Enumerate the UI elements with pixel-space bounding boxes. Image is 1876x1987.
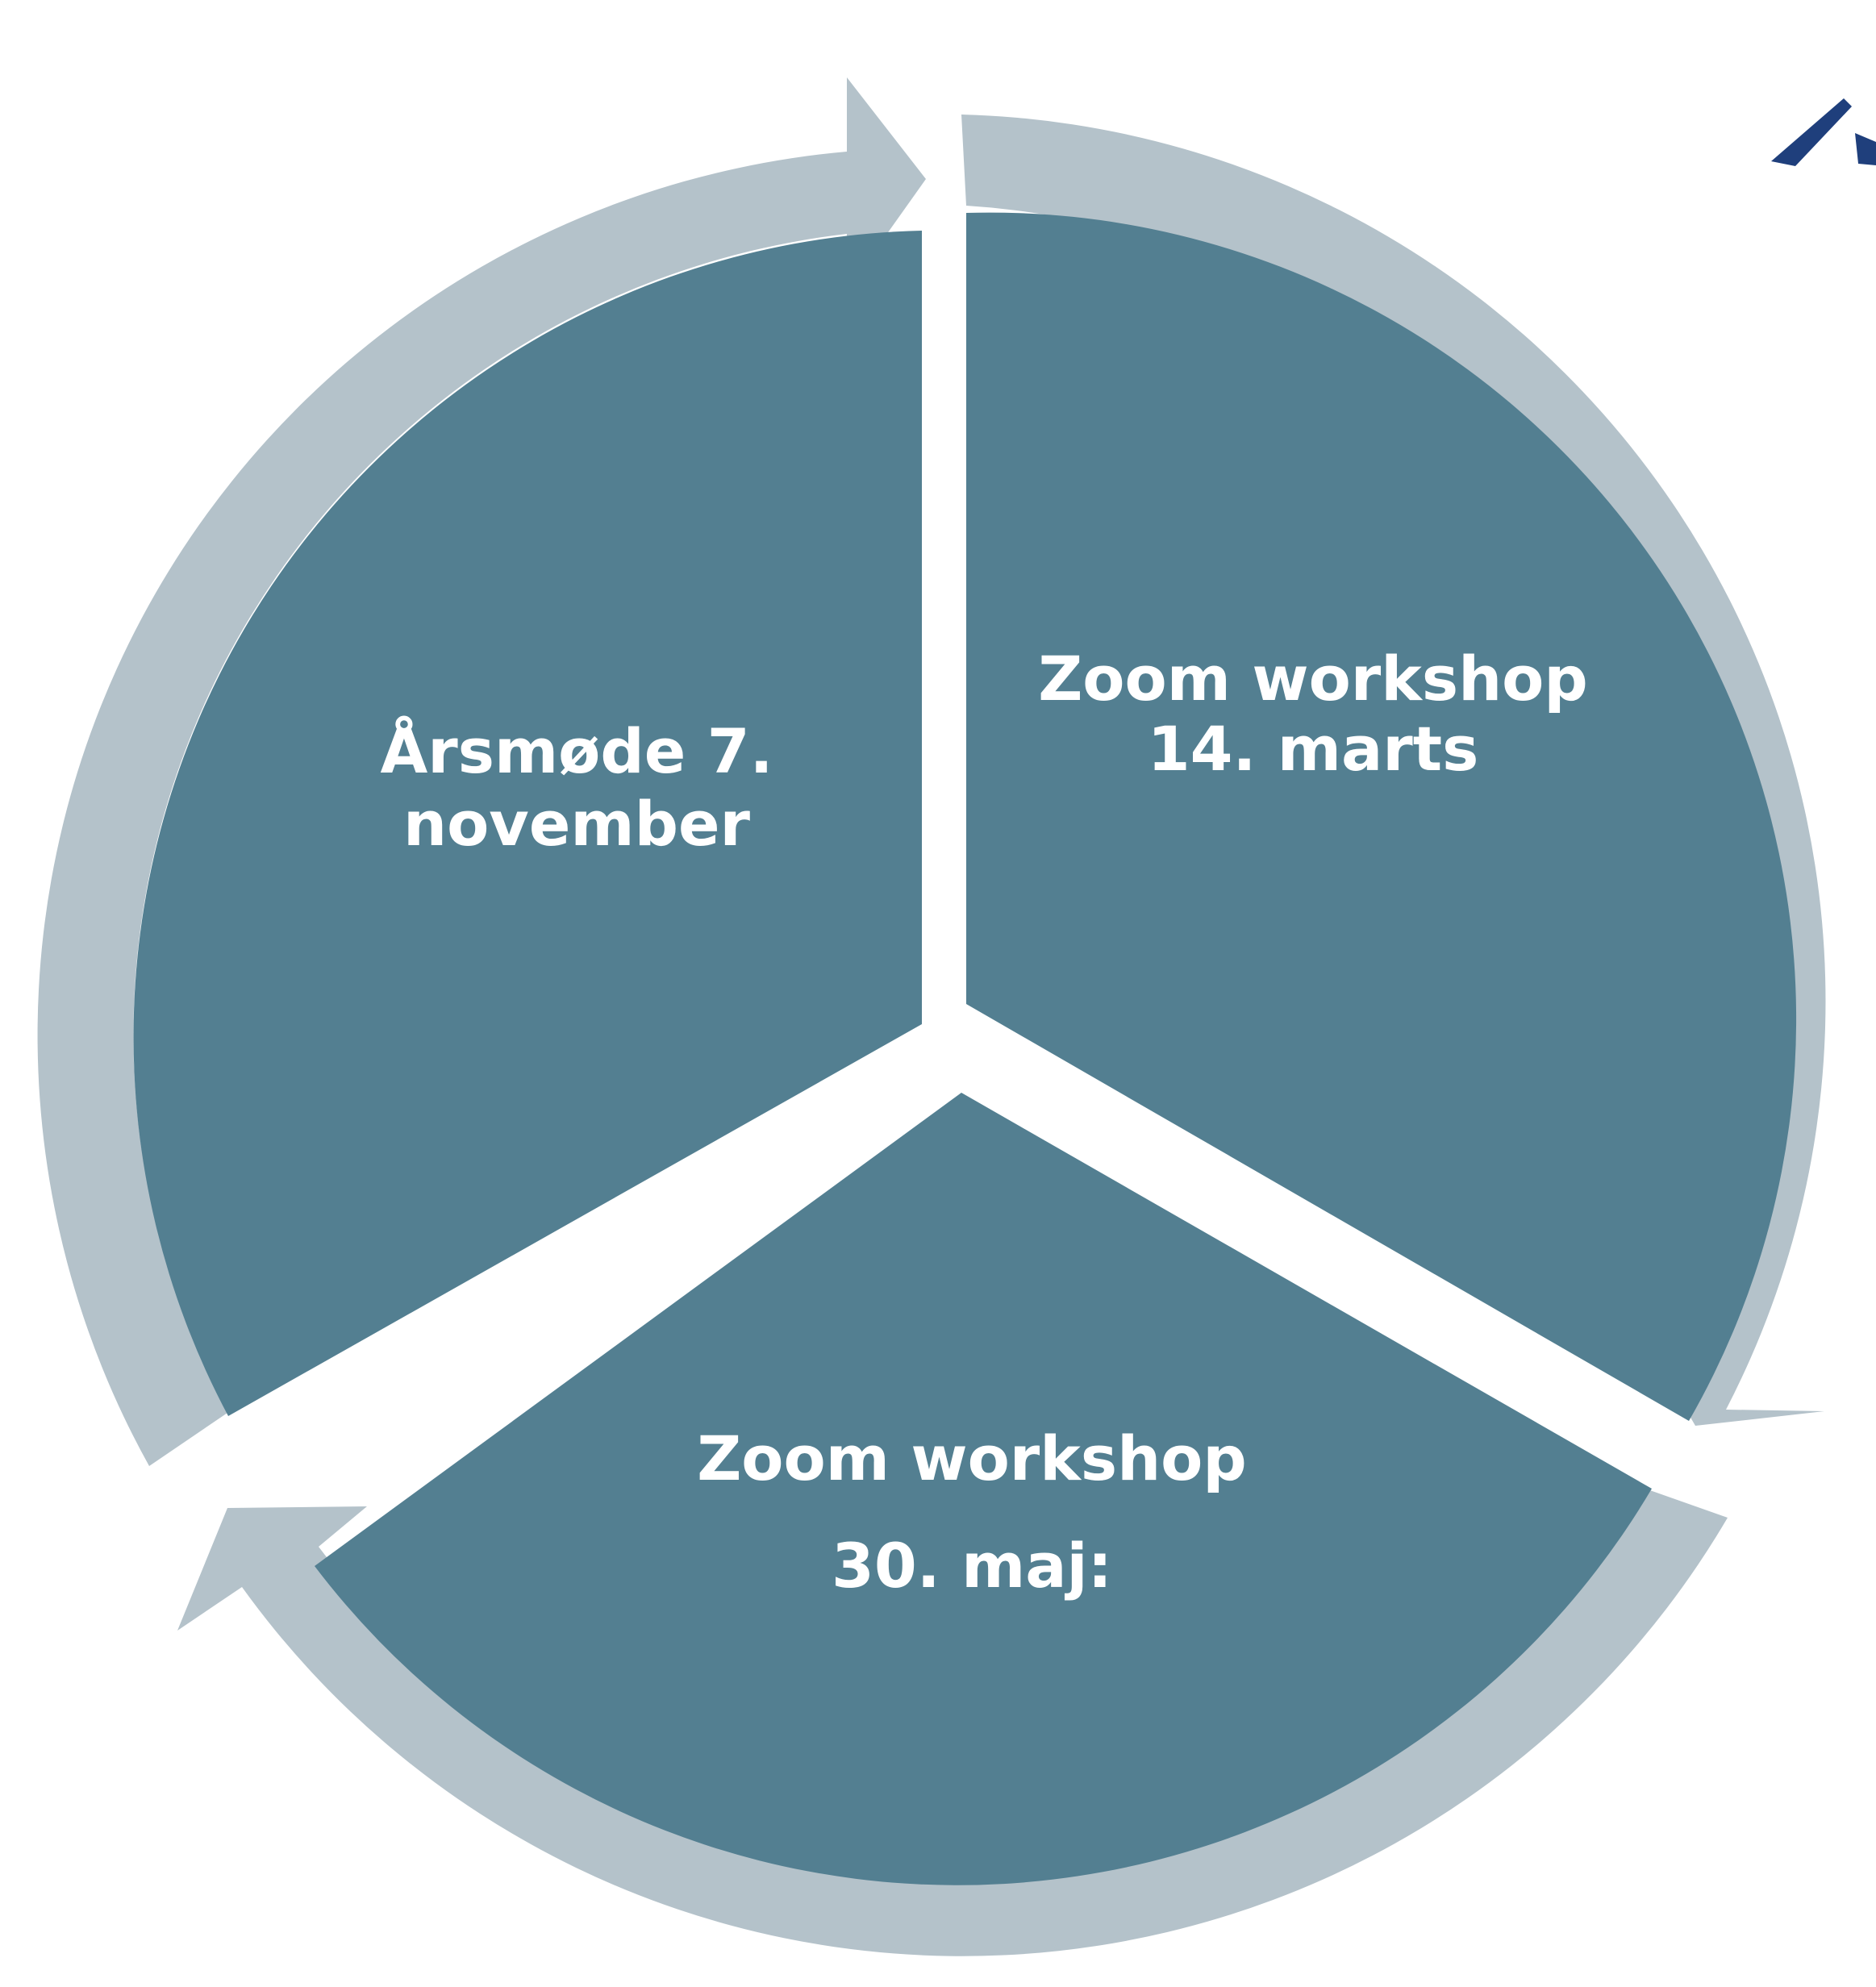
- segment-label-top-right-line-1: Zoom workshop: [1038, 643, 1588, 714]
- segment-label-bottom-line-2: 30. maj:: [832, 1530, 1112, 1602]
- ring-arrows: [37, 77, 1826, 1956]
- arrow-top-right-to-bottom: [961, 115, 1826, 1426]
- arrow-top-left-to-top-right: [37, 77, 927, 1466]
- partial-logo-icon: [1771, 98, 1876, 166]
- segment-label-top-left-line-2: november: [403, 788, 751, 860]
- arrow-bottom-to-top-left: [177, 1489, 1728, 1956]
- segment-label-top-right-line-2: 14. marts: [1148, 713, 1479, 785]
- segments: [133, 212, 1797, 1885]
- segment-label-bottom-line-1: Zoom workshop: [697, 1423, 1247, 1494]
- segment-label-top-left-line-1: Årsmøde 7.: [380, 715, 773, 787]
- segment-top-right: [966, 212, 1797, 1422]
- segment-top-left: [133, 231, 923, 1416]
- segment-bottom: [315, 1093, 1652, 1885]
